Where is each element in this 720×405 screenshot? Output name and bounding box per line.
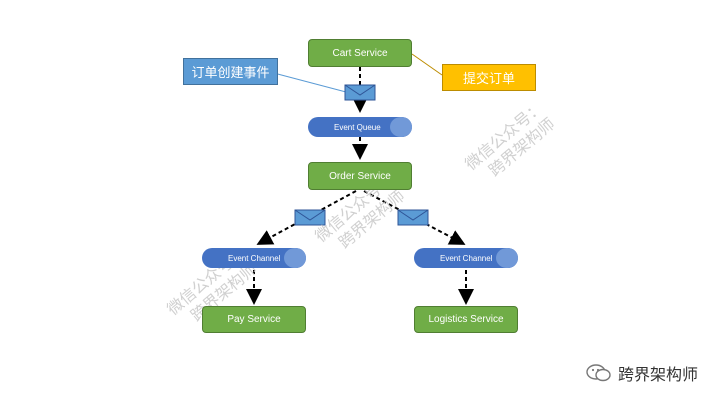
envelope-icon — [294, 209, 326, 226]
footer-account-name: 跨界架构师 — [617, 367, 698, 384]
node-label: Pay Service — [227, 314, 281, 325]
cart-service-node: Cart Service — [308, 39, 412, 67]
wechat-icon — [586, 364, 611, 382]
pay-service-node: Pay Service — [202, 306, 306, 333]
logistics-service-node: Logistics Service — [414, 306, 518, 333]
callout-submit-order: 提交订单 — [442, 64, 536, 91]
callout-label: 订单创建事件 — [191, 65, 270, 80]
callout-leader-blue — [269, 71, 347, 93]
envelope-icon — [344, 84, 376, 101]
node-label: Cart Service — [332, 47, 388, 59]
cylinder-cap-icon — [284, 248, 306, 268]
event-queue-node: Event Queue — [308, 117, 412, 137]
order-service-node: Order Service — [308, 162, 412, 190]
cylinder-cap-icon — [390, 117, 412, 137]
event-channel-right-node: Event Channel — [414, 248, 518, 268]
node-label: Event Channel — [228, 253, 281, 263]
node-label: Event Channel — [440, 253, 493, 263]
cylinder-cap-icon — [496, 248, 518, 268]
callout-label: 提交订单 — [462, 71, 515, 86]
node-label: Order Service — [329, 170, 391, 182]
callout-leader-yellow — [411, 53, 443, 76]
node-label: Logistics Service — [428, 314, 504, 325]
envelope-icon — [397, 209, 429, 226]
callout-order-created-event: 订单创建事件 — [183, 58, 278, 85]
node-label: Event Queue — [334, 122, 381, 132]
footer-account: 跨界架构师 — [586, 361, 698, 385]
event-channel-left-node: Event Channel — [202, 248, 306, 268]
connector-order-right-channel — [363, 190, 466, 245]
